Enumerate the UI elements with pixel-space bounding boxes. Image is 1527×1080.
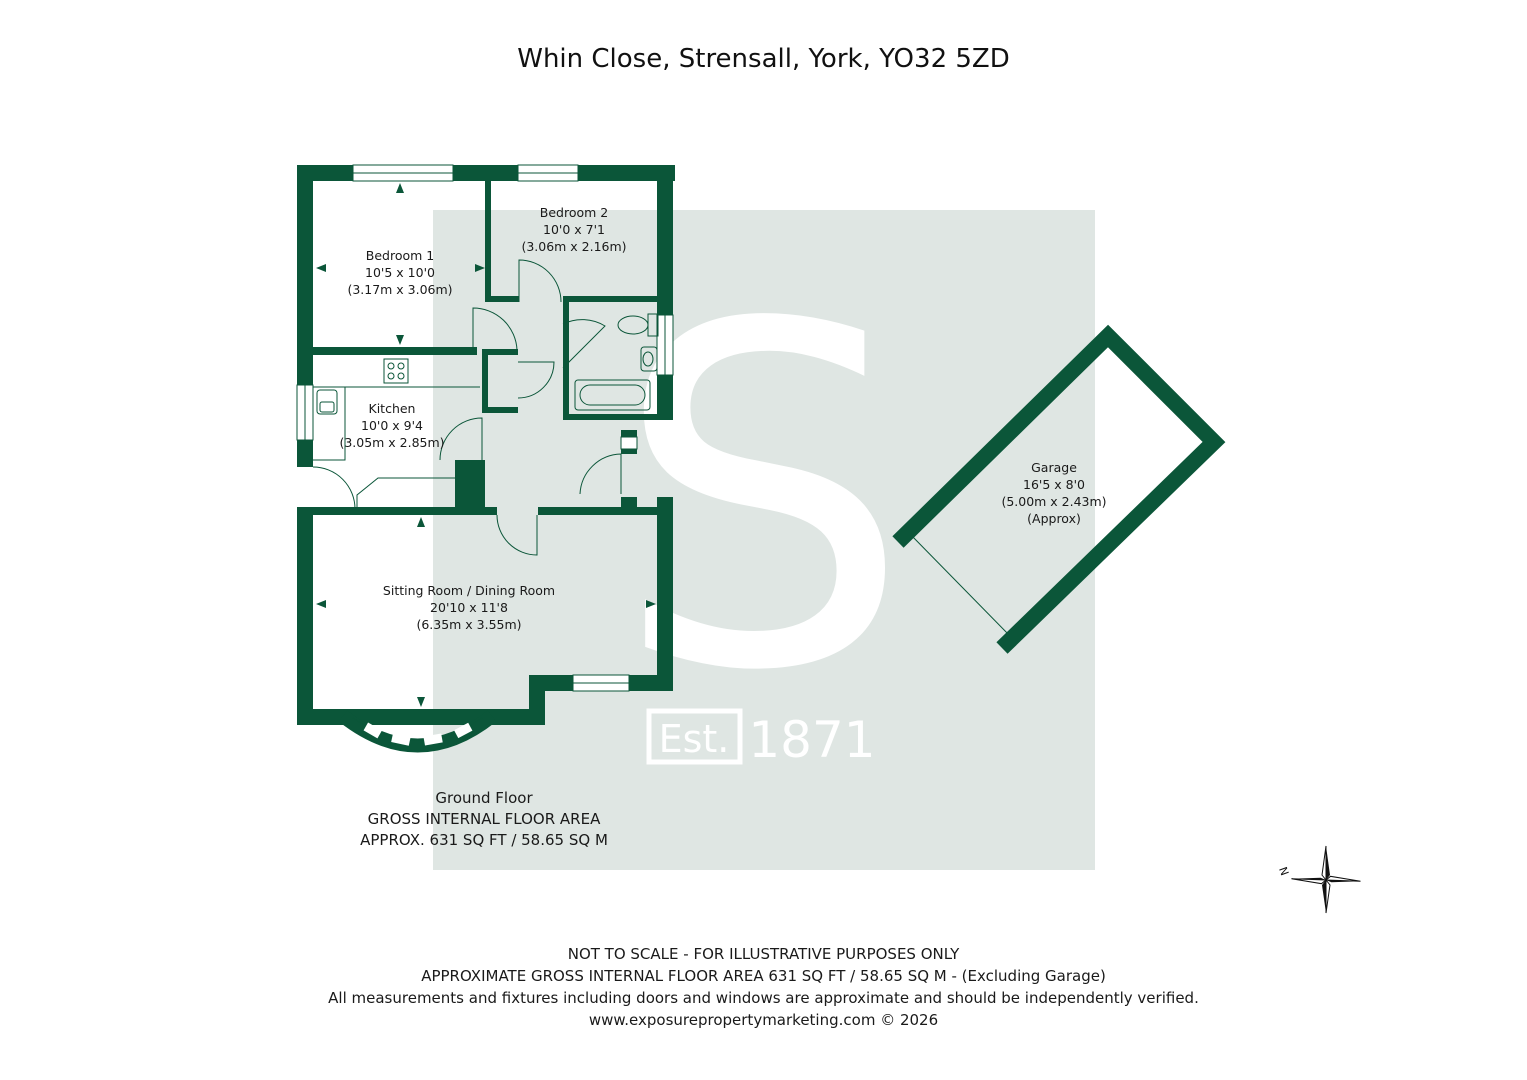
dimension-arrows xyxy=(316,183,656,707)
room-size-imperial: 10'0 x 7'1 xyxy=(543,222,605,237)
basin-icon xyxy=(640,346,658,372)
wall xyxy=(563,296,569,420)
fixtures xyxy=(312,259,659,556)
door-cupboard xyxy=(517,361,555,399)
footer-website: www.exposurepropertymarketing.com © 2026 xyxy=(588,1011,939,1029)
room-size-imperial: 10'5 x 10'0 xyxy=(365,265,435,280)
compass-north-label: N xyxy=(1276,865,1291,877)
garage xyxy=(892,324,1226,654)
room-label-bedroom1: Bedroom 1 10'5 x 10'0 (3.17m x 3.06m) xyxy=(330,247,470,298)
room-name: Kitchen xyxy=(368,401,416,416)
compass-rose-icon: N xyxy=(1276,845,1361,914)
kitchen-worktop xyxy=(356,477,455,507)
room-name: Sitting Room / Dining Room xyxy=(382,583,556,598)
floor-area-value: APPROX. 631 SQ FT / 58.65 SQ M xyxy=(360,831,608,849)
wall xyxy=(657,165,673,420)
footer-line: All measurements and fixtures including … xyxy=(328,989,1199,1007)
chimney-breast xyxy=(455,460,485,512)
kitchen-worktop xyxy=(313,387,346,461)
page-title: Whin Close, Strensall, York, YO32 5ZD xyxy=(517,44,1010,74)
watermark-year: 1871 xyxy=(748,711,875,769)
room-size-note: (Approx) xyxy=(1027,511,1081,526)
sink-icon xyxy=(316,389,338,415)
door-sitting-room xyxy=(496,514,538,556)
door-bedroom2 xyxy=(518,259,562,303)
windows xyxy=(296,164,674,692)
wall xyxy=(297,507,497,515)
room-size-imperial: 10'0 x 9'4 xyxy=(361,418,423,433)
room-size-imperial: 20'10 x 11'8 xyxy=(430,600,508,615)
window-kitchen xyxy=(296,384,314,441)
room-name: Bedroom 2 xyxy=(539,205,609,220)
window-hall xyxy=(620,436,638,450)
hob-icon xyxy=(383,358,409,384)
door-bedroom1 xyxy=(472,307,518,351)
wall xyxy=(482,355,488,413)
wall xyxy=(485,165,491,302)
wall xyxy=(482,407,518,413)
wall xyxy=(621,497,637,511)
room-name: Bedroom 1 xyxy=(365,248,435,263)
watermark-est-box xyxy=(646,708,743,765)
window-bedroom1 xyxy=(352,164,454,182)
room-size-metric: (5.00m x 2.43m) xyxy=(1001,494,1107,509)
window-bedroom2 xyxy=(517,164,579,182)
wall xyxy=(297,709,545,725)
room-size-metric: (3.17m x 3.06m) xyxy=(347,282,453,297)
floor-area-summary: Ground Floor GROSS INTERNAL FLOOR AREA A… xyxy=(344,788,624,851)
wall xyxy=(565,296,660,302)
room-label-sitting-room: Sitting Room / Dining Room 20'10 x 11'8 … xyxy=(369,582,569,633)
room-size-imperial: 16'5 x 8'0 xyxy=(1023,477,1085,492)
wall xyxy=(657,497,673,690)
room-label-garage: Garage 16'5 x 8'0 (5.00m x 2.43m) (Appro… xyxy=(984,459,1124,527)
room-size-metric: (3.05m x 2.85m) xyxy=(339,435,445,450)
wall xyxy=(563,414,673,420)
wall xyxy=(485,296,519,302)
wall xyxy=(297,507,313,725)
floor-area-label: GROSS INTERNAL FLOOR AREA xyxy=(367,810,601,828)
room-name: Garage xyxy=(1031,460,1077,475)
room-label-bedroom2: Bedroom 2 10'0 x 7'1 (3.06m x 2.16m) xyxy=(504,204,644,255)
watermark: S Est. 1871 xyxy=(433,210,1095,870)
door-kitchen xyxy=(439,417,483,461)
wall xyxy=(297,165,313,360)
bath-icon xyxy=(574,379,651,411)
door-front xyxy=(579,453,622,495)
bay-window xyxy=(338,710,497,753)
watermark-est: Est. xyxy=(659,717,730,761)
door-kitchen-external xyxy=(312,466,356,510)
wall xyxy=(482,349,518,355)
room-label-kitchen: Kitchen 10'0 x 9'4 (3.05m x 2.85m) xyxy=(322,400,462,451)
floor-name: Ground Floor xyxy=(435,789,533,807)
window-sitting-rear xyxy=(572,674,630,692)
footer-line: APPROXIMATE GROSS INTERNAL FLOOR AREA 63… xyxy=(421,967,1106,985)
door-bathroom xyxy=(562,319,606,369)
room-size-metric: (6.35m x 3.55m) xyxy=(416,617,522,632)
footer-line: NOT TO SCALE - FOR ILLUSTRATIVE PURPOSES… xyxy=(567,945,960,963)
footer-disclaimer: NOT TO SCALE - FOR ILLUSTRATIVE PURPOSES… xyxy=(0,943,1527,1031)
wall xyxy=(297,347,477,355)
watermark-background xyxy=(433,210,1095,870)
wall xyxy=(538,507,673,515)
window-bathroom xyxy=(656,314,674,376)
room-size-metric: (3.06m x 2.16m) xyxy=(521,239,627,254)
